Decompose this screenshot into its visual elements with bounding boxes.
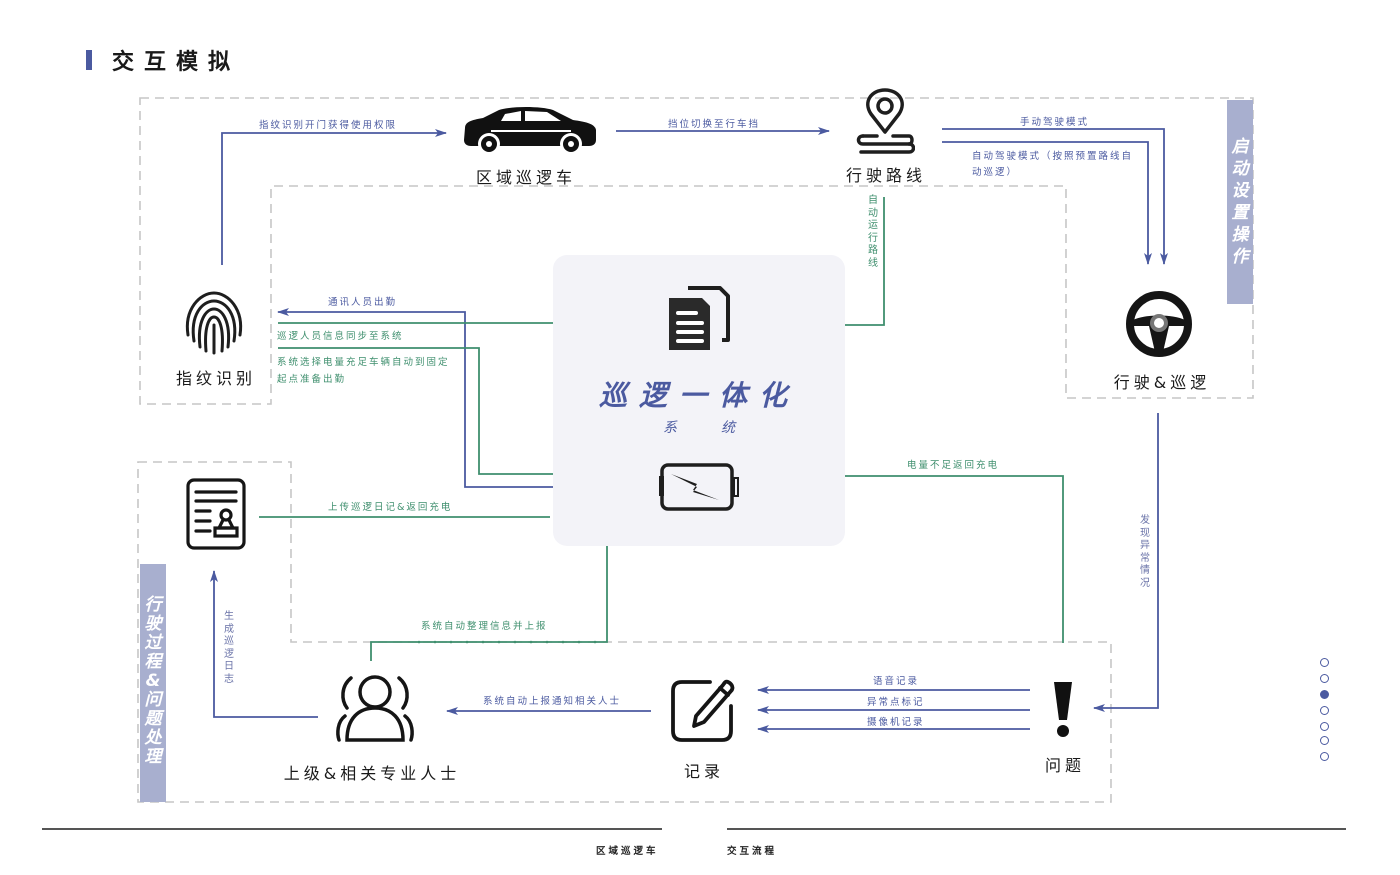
car-icon (461, 106, 599, 160)
page-dot-1[interactable] (1320, 658, 1329, 667)
edge-label-car-to-route: 挡位切换至行车挡 (668, 119, 761, 130)
center-system-subtitle: 系统 (663, 420, 779, 436)
edge-label-auto-report: 系统自动整理信息并上报 (421, 621, 548, 632)
section-tab-process: 行驶过程&问题处理 (140, 564, 166, 802)
footer-left-label: 区域巡逻车 (596, 846, 659, 857)
edge-auto-route (845, 197, 885, 326)
center-system-title: 巡逻一体化 (598, 379, 799, 412)
edge-label-notify-staff: 系统自动上报通知相关人士 (483, 696, 622, 707)
edge-label-manual-mode: 手动驾驶模式 (1020, 117, 1090, 128)
edge-label-select-vehicle: 系统选择电量充足车辆自动到固定起点准备出勤 (277, 357, 450, 385)
route-pin-icon (855, 86, 916, 160)
startup-group-border (139, 97, 1254, 405)
node-label-fingerprint: 指纹识别 (175, 369, 257, 388)
edge-label-low-battery: 电量不足返回充电 (907, 460, 1000, 471)
edge-staff-on-duty (277, 308, 553, 488)
edge-generate-log (210, 570, 318, 718)
page-indicator (1320, 658, 1330, 768)
edge-fingerprint-to-car (221, 129, 447, 265)
edge-manual-mode (942, 128, 1168, 265)
node-label-problem: 问题 (1044, 756, 1086, 775)
battery-charging-icon (659, 462, 741, 516)
edge-select-vehicle (278, 347, 553, 475)
node-label-record: 记录 (683, 762, 725, 781)
page-dot-6[interactable] (1320, 736, 1329, 745)
page-dot-2[interactable] (1320, 674, 1329, 683)
edge-label-anomaly-mark: 异常点标记 (867, 697, 925, 708)
footer-right-label: 交互流程 (727, 846, 778, 857)
page-dot-5[interactable] (1320, 722, 1329, 731)
page-dot-3-active[interactable] (1320, 690, 1329, 699)
page-dot-4[interactable] (1320, 706, 1329, 715)
section-tab-startup: 启动设置操作 (1227, 100, 1253, 304)
fingerprint-icon (182, 289, 246, 361)
edge-found-anomaly (1093, 413, 1159, 712)
edge-label-auto-route: 自动运行路线 (868, 195, 878, 269)
document-stamp-icon (186, 478, 246, 554)
edge-label-voice-record: 语音记录 (873, 676, 920, 687)
edge-label-upload-log: 上传巡逻日记&返回充电 (328, 502, 453, 513)
edge-label-camera-record: 摄像机记录 (867, 717, 925, 728)
footer-divider-right (727, 828, 1346, 830)
page-dot-7[interactable] (1320, 752, 1329, 761)
user-group-icon (335, 672, 415, 748)
edge-label-sync-info: 巡逻人员信息同步至系统 (277, 331, 404, 342)
edge-low-battery (845, 475, 1064, 643)
node-label-drive-patrol: 行驶&巡逻 (1113, 373, 1211, 392)
edge-label-found-anomaly: 发现异常情况 (1140, 515, 1150, 589)
node-label-driving-route: 行驶路线 (845, 166, 927, 185)
documents-icon (666, 284, 734, 358)
edge-label-fingerprint-to-car: 指纹识别开门获得使用权限 (259, 120, 398, 131)
exclamation-icon (1052, 680, 1074, 742)
edge-auto-report (370, 546, 608, 661)
edge-label-staff-on-duty: 通讯人员出勤 (328, 297, 398, 308)
edge-label-generate-log: 生成巡逻日志 (224, 611, 234, 685)
steering-wheel-icon (1125, 290, 1193, 362)
edge-auto-mode (942, 141, 1152, 265)
edit-note-icon (670, 678, 738, 748)
footer-divider-left (42, 828, 662, 830)
page-title: 交互模拟 (112, 50, 241, 75)
node-label-supervisor: 上级&相关专业人士 (283, 764, 461, 783)
title-accent-bar (86, 50, 92, 70)
node-label-patrol-car: 区域巡逻车 (475, 168, 577, 187)
process-group-border (137, 461, 1112, 803)
edge-label-auto-mode: 自动驾驶模式（按照预置路线自动巡逻） (972, 151, 1134, 178)
